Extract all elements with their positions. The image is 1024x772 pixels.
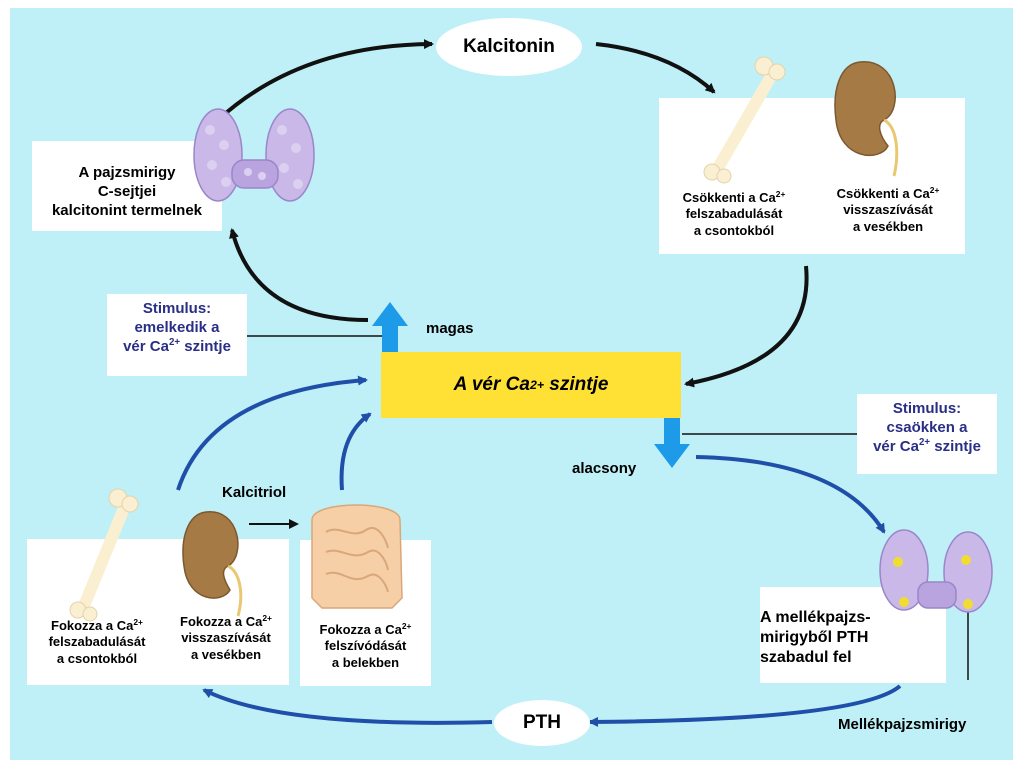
thyroid-illustration (193, 108, 315, 202)
parathyroid-line2: mirigyből PTH (760, 629, 869, 646)
bottom-kidney-line3: a vesékben (190, 646, 262, 662)
intestine-sup: 2+ (401, 620, 412, 631)
bottom-kidney-sup: 2+ (262, 612, 272, 623)
stimulus-high-line3-pre: vér Ca (123, 337, 169, 355)
arrow-calcitonin-to-effects (595, 42, 716, 94)
low-level-arrow (654, 418, 690, 468)
stimulus-low-line2: csaökken a (886, 418, 968, 436)
bottom-kidney-line2: visszaszívását (181, 630, 271, 646)
high-level-arrow (372, 302, 408, 352)
pth-oval: PTH (494, 700, 590, 746)
calcitonin-label: Kalcitonin (463, 36, 555, 57)
stimulus-high-sup: 2+ (168, 336, 181, 348)
bottom-kidney-effect: Fokozza a Ca2+ visszaszívását a vesékben (162, 614, 290, 663)
stimulus-low-sup: 2+ (918, 436, 931, 448)
arrow-bone-to-center (176, 375, 368, 491)
intestine-line1: Fokozza a Ca (319, 622, 402, 637)
calcitriol-label: Kalcitriol (222, 484, 287, 501)
bottom-bone-line1: Fokozza a Ca (51, 618, 134, 633)
stimulus-high-box (107, 294, 247, 376)
arrow-intestine-to-center (339, 412, 372, 491)
intestine-illustration (311, 504, 403, 609)
thyroid-label: A pajzsmirigy C-sejtjei kalcitonint term… (32, 164, 222, 220)
top-kidney-line3: a vesékben (852, 218, 924, 234)
parathyroid-line3: szabadul fel (760, 649, 852, 666)
thyroid-line1: A pajzsmirigy (78, 164, 176, 181)
bone-illustration-top (703, 56, 786, 184)
kidney-illustration-bottom (182, 511, 243, 617)
bottom-bone-line3: a csontokból (56, 650, 138, 666)
center-label-pre: A vér Ca (453, 374, 530, 395)
top-kidney-line1: Csökkenti a Ca (836, 186, 930, 201)
calcitonin-oval: Kalcitonin (436, 18, 582, 76)
high-level-label: magas (426, 320, 474, 337)
top-bone-effect: Csökkenti a Ca2+ felszabadulását a csont… (660, 190, 808, 239)
top-bone-line2: felszabadulását (685, 206, 783, 222)
stimulus-high-line1: Stimulus: (142, 300, 212, 317)
parathyroid-illustration (879, 529, 993, 613)
bottom-bone-sup: 2+ (133, 616, 143, 627)
arrow-effects-to-center (684, 265, 809, 388)
stimulus-high-line3-post: szintje (180, 337, 231, 355)
arrow-pth-to-effects (202, 688, 493, 725)
stimulus-high-line2: emelkedik a (134, 318, 220, 336)
parathyroid-caption: Mellékpajzsmirigy (838, 716, 967, 733)
arrow-parathyroid-to-pth (588, 684, 902, 727)
stimulus-high-text: Stimulus: emelkedik a vér Ca2+ szintje (107, 300, 247, 356)
top-kidney-line2: visszaszívását (843, 202, 933, 218)
stimulus-low-line3-pre: vér Ca (873, 437, 919, 455)
bottom-bone-line2: felszabadulását (48, 634, 146, 650)
arrow-low-to-parathyroid (695, 455, 886, 534)
pth-label: PTH (523, 712, 561, 733)
bottom-kidney-line1: Fokozza a Ca (180, 614, 263, 629)
intestine-effect: Fokozza a Ca2+ felszívódását a belekben (300, 622, 431, 671)
stimulus-low-line1: Stimulus: (892, 400, 962, 417)
bottom-bone-effect: Fokozza a Ca2+ felszabadulását a csontok… (28, 618, 166, 667)
parathyroid-line1: A mellékpajzs- (760, 609, 871, 626)
stimulus-low-text: Stimulus: csaökken a vér Ca2+ szintje (857, 400, 997, 456)
center-label-post: szintje (544, 374, 609, 395)
stimulus-low-box (857, 394, 997, 474)
arrow-thyroid-to-calcitonin (216, 39, 434, 122)
thyroid-line3: kalcitonint termelnek (51, 201, 203, 219)
stimulus-low-line3-post: szintje (930, 437, 981, 455)
thyroid-label-box (32, 141, 222, 231)
top-kidney-effect: Csökkenti a Ca2+ visszaszívását a vesékb… (812, 186, 964, 235)
top-bone-line3: a csontokból (693, 222, 775, 238)
intestine-line3: a belekben (331, 654, 400, 670)
parathyroid-label: A mellékpajzs- mirigyből PTH szabadul fe… (760, 608, 946, 668)
bone-illustration-bottom (69, 488, 139, 622)
top-bone-sup: 2+ (775, 188, 786, 199)
arrow-stimulus-high-to-thyroid (229, 228, 369, 322)
thyroid-line2: C-sejtjei (97, 182, 157, 200)
low-level-label: alacsony (572, 460, 637, 477)
kidney-illustration-top (834, 61, 899, 177)
top-bone-line1: Csökkenti a Ca (682, 190, 776, 205)
intestine-line2: felszívódását (324, 638, 407, 654)
top-kidney-sup: 2+ (929, 184, 940, 195)
